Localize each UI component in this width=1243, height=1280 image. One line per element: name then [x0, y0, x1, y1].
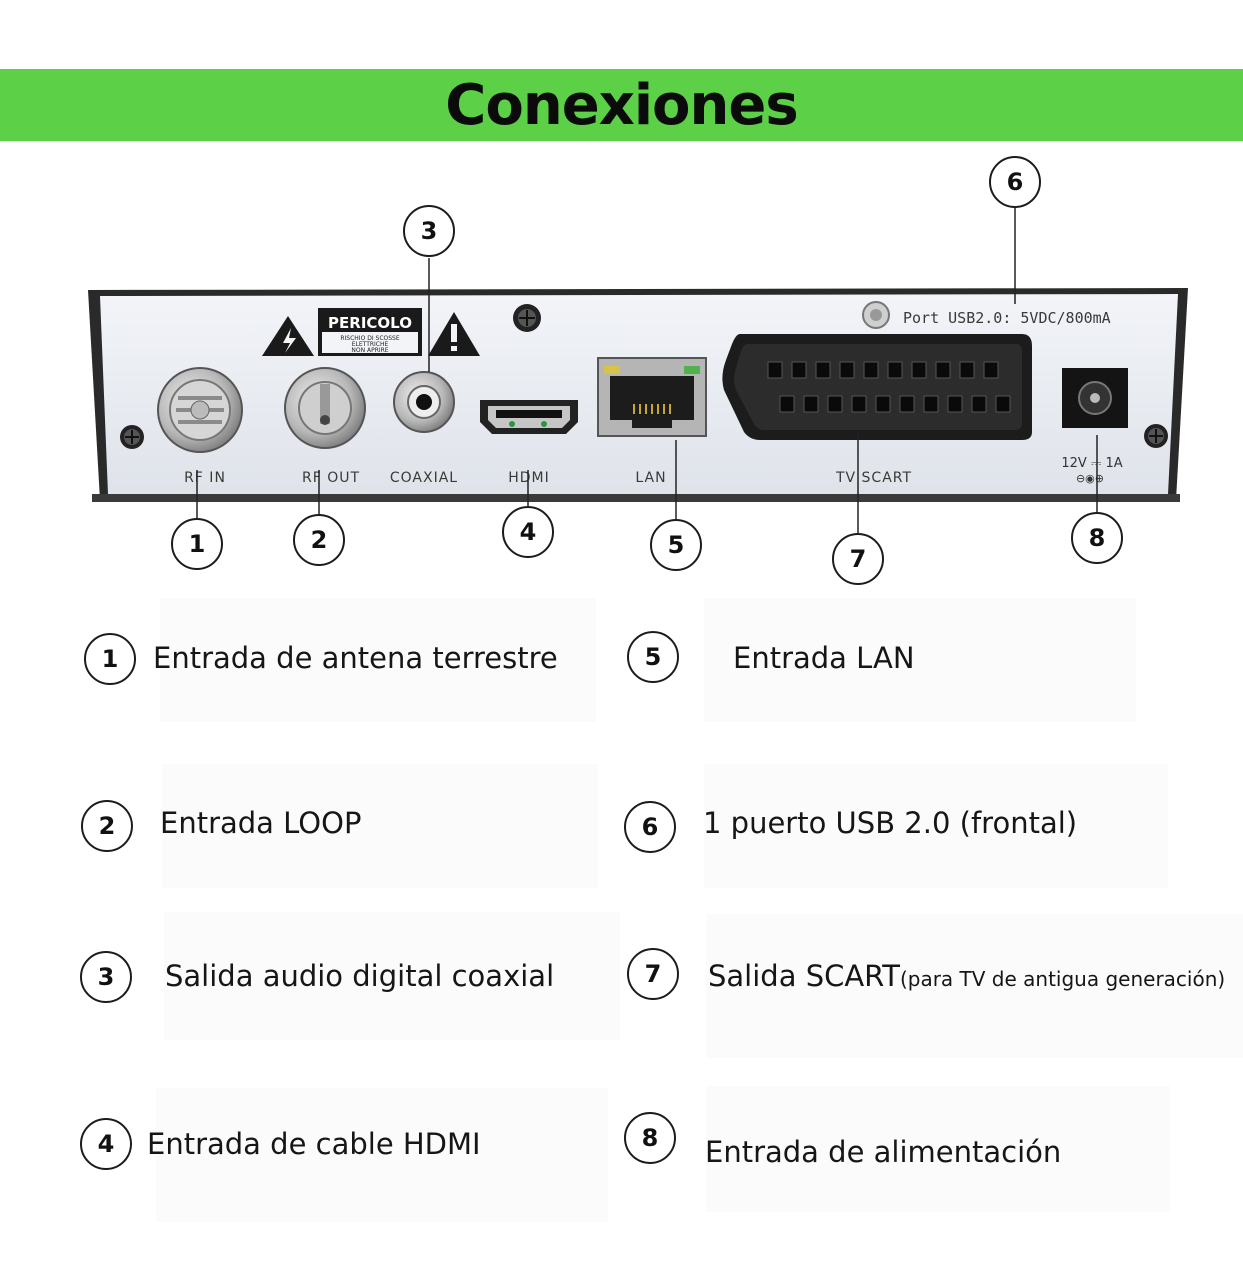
callout-8: 8	[1071, 512, 1123, 564]
scart-pin	[875, 395, 891, 413]
scart-pin	[995, 395, 1011, 413]
legend-num-7: 7	[627, 948, 679, 1000]
svg-text:LAN: LAN	[635, 470, 666, 486]
scart-pin	[851, 395, 867, 413]
legend-label-7-note: (para TV de antigua generación)	[899, 967, 1226, 991]
callout-4: 4	[502, 506, 554, 558]
scart-pin	[947, 395, 963, 413]
legend-label-2-text: Entrada LOOP	[160, 806, 362, 840]
callout-lines	[196, 208, 1098, 533]
callout-6: 6	[989, 156, 1041, 208]
device-back-panel: PERICOLO RISCHIO DI SCOSSE ELETTRICHE NO…	[88, 208, 1188, 533]
scart-pin	[815, 361, 831, 379]
callout-2: 2	[293, 514, 345, 566]
legend-label-4: Entrada de cable HDMI	[147, 1127, 481, 1161]
page-title: Conexiones	[445, 72, 798, 138]
scart-pin	[899, 395, 915, 413]
power-connector: 12V ⎓ 1A ⊖◉⊕	[1061, 368, 1128, 485]
scart-connector	[722, 334, 1032, 440]
callout-5: 5	[650, 519, 702, 571]
legend-num-5: 5	[627, 631, 679, 683]
svg-text:HDMI: HDMI	[508, 470, 550, 486]
scart-pin	[971, 395, 987, 413]
scart-pin	[983, 361, 999, 379]
legend-label-8: Entrada de alimentación	[705, 1135, 1062, 1169]
callout-7: 7	[832, 533, 884, 585]
scart-pin	[959, 361, 975, 379]
svg-text:COAXIAL: COAXIAL	[390, 470, 458, 486]
svg-text:RF IN: RF IN	[184, 470, 226, 486]
scart-pin	[911, 361, 927, 379]
legend-num-3: 3	[80, 951, 132, 1003]
warning-label: PERICOLO RISCHIO DI SCOSSE ELETTRICHE NO…	[262, 308, 480, 356]
screw-icon	[1144, 424, 1168, 448]
svg-text:NON APRIRE: NON APRIRE	[351, 347, 388, 354]
scart-pin	[803, 395, 819, 413]
scart-pin	[923, 395, 939, 413]
svg-text:TV SCART: TV SCART	[835, 470, 912, 486]
legend-num-6: 6	[624, 801, 676, 853]
screw-icon	[513, 304, 541, 332]
scart-pin	[827, 395, 843, 413]
svg-text:12V ⎓ 1A: 12V ⎓ 1A	[1061, 456, 1122, 471]
scart-pin	[791, 361, 807, 379]
coaxial-connector	[393, 371, 455, 433]
hdmi-connector	[480, 400, 578, 434]
legend-num-8: 8	[624, 1112, 676, 1164]
legend-num-1: 1	[84, 633, 136, 685]
callout-1: 1	[171, 518, 223, 570]
svg-text:RF OUT: RF OUT	[302, 470, 360, 486]
legend-label-3: Salida audio digital coaxial	[165, 959, 555, 993]
scart-pin	[779, 395, 795, 413]
svg-text:⊖◉⊕: ⊖◉⊕	[1076, 472, 1104, 485]
legend-label-7: Salida SCART(para TV de antigua generaci…	[708, 959, 1226, 993]
callout-3: 3	[403, 205, 455, 257]
rf-out-connector	[284, 367, 366, 449]
legend-label-5: Entrada LAN	[733, 641, 915, 675]
ground-screw-icon	[862, 301, 890, 329]
usb-port-text: Port USB2.0: 5VDC/800mA	[903, 309, 1111, 327]
scart-pin	[863, 361, 879, 379]
lan-connector	[597, 357, 707, 437]
rf-in-connector	[157, 367, 243, 453]
legend-label-1: Entrada de antena terrestre	[153, 641, 558, 675]
scart-pin	[839, 361, 855, 379]
scart-pin	[935, 361, 951, 379]
legend-num-4: 4	[80, 1118, 132, 1170]
scart-pin	[767, 361, 783, 379]
svg-text:PERICOLO: PERICOLO	[328, 314, 412, 332]
screw-icon	[120, 425, 144, 449]
legend-label-6: 1 puerto USB 2.0 (frontal)	[703, 806, 1078, 840]
svg-text:ELETTRICHE: ELETTRICHE	[352, 341, 389, 348]
scart-pin	[887, 361, 903, 379]
title-banner: Conexiones	[0, 69, 1243, 141]
legend-num-2: 2	[81, 800, 133, 852]
svg-text:RISCHIO DI SCOSSE: RISCHIO DI SCOSSE	[340, 335, 399, 342]
